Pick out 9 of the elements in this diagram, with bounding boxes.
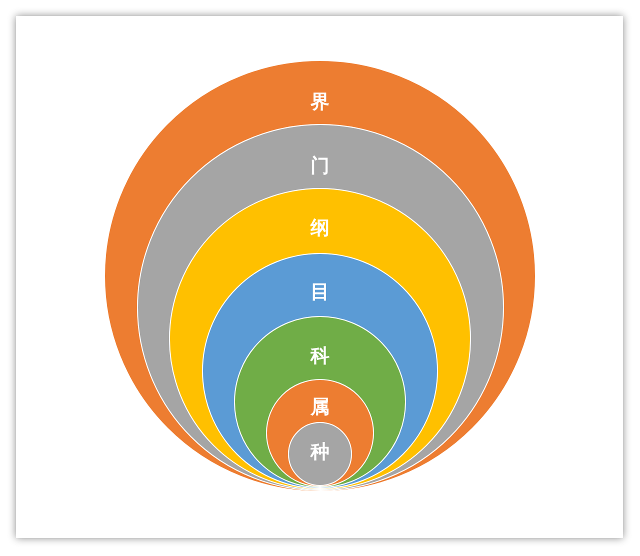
- nested-circle: [266, 379, 374, 487]
- rank-label: 科: [310, 345, 330, 367]
- nested-circle: [288, 422, 352, 486]
- rank-label: 纲: [310, 217, 330, 239]
- rank-label: 目: [310, 281, 330, 303]
- rank-label: 种: [310, 441, 330, 463]
- rank-label: 属: [310, 396, 330, 418]
- rank-label: 门: [310, 155, 330, 177]
- rank-label: 界: [310, 91, 330, 113]
